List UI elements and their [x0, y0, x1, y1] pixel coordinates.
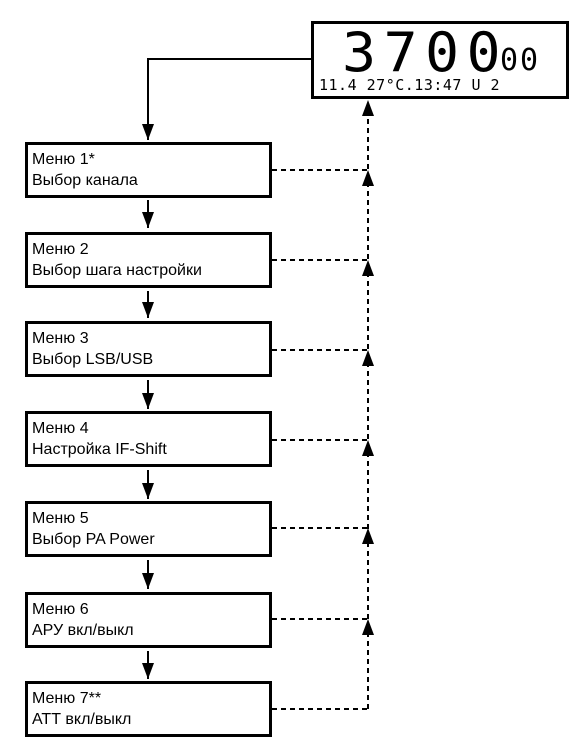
menu-box-2: Меню 2 Выбор шага настройки [25, 232, 272, 288]
entry-connector [147, 58, 311, 140]
menu-box-4: Меню 4 Настройка IF-Shift [25, 411, 272, 467]
menu-box-3: Меню 3 Выбор LSB/USB [25, 321, 272, 377]
menu-title: Меню 6 [32, 601, 89, 618]
menu-title: Меню 3 [32, 330, 89, 347]
return-path [272, 110, 369, 710]
menu-title: Меню 4 [32, 420, 89, 437]
menu-box-6: Меню 6 АРУ вкл/выкл [25, 592, 272, 648]
menu-box-5: Меню 5 Выбор PA Power [25, 501, 272, 557]
frequency-main: 3700 [342, 21, 508, 84]
menu-subtitle: Настройка IF-Shift [32, 441, 167, 458]
menu-title: Меню 5 [32, 510, 89, 527]
return-arrowheads [362, 100, 374, 635]
lcd-display: 3700 00 11.4 27°C.13:47 U 2 [311, 21, 569, 99]
menu-subtitle: АТТ вкл/выкл [32, 711, 132, 728]
entry-arrowhead [142, 124, 154, 140]
menu-subtitle: Выбор LSB/USB [32, 351, 154, 368]
frequency-fraction: 00 [500, 43, 541, 78]
menu-subtitle: Выбор шага настройки [32, 262, 202, 279]
menu-box-1: Меню 1* Выбор канала [25, 142, 272, 198]
menu-title: Меню 7** [32, 690, 102, 707]
menu-title: Меню 1* [32, 151, 95, 168]
menu-title: Меню 2 [32, 241, 89, 258]
status-line: 11.4 27°C.13:47 U 2 [319, 76, 501, 94]
down-arrows [142, 200, 154, 679]
menu-box-7: Меню 7** АТТ вкл/выкл [25, 681, 272, 737]
menu-subtitle: Выбор канала [32, 172, 138, 189]
menu-subtitle: Выбор PA Power [32, 531, 155, 548]
menu-subtitle: АРУ вкл/выкл [32, 622, 134, 639]
